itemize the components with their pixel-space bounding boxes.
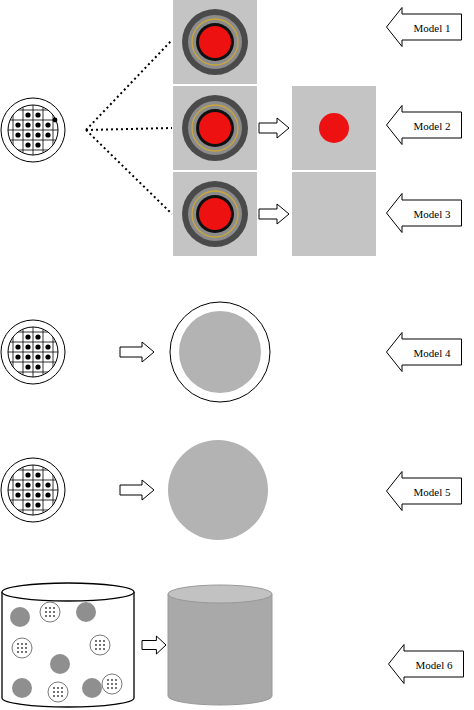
pin-cell: [173, 172, 257, 256]
core-grid: [1, 98, 65, 162]
model-arrow: Model 2: [386, 105, 462, 145]
model-arrow: Model 4: [386, 332, 462, 372]
core-grid: [1, 320, 65, 384]
zoom-line: [86, 128, 172, 130]
model-label: Model 2: [414, 120, 451, 132]
model-arrow: Model 5: [386, 471, 462, 511]
model-label: Model 5: [414, 486, 451, 498]
pin-cell: [173, 0, 257, 84]
zoom-line: [86, 40, 172, 130]
model-label: Model 4: [414, 347, 451, 359]
transform-arrow: [259, 204, 289, 224]
transform-arrow: [142, 636, 166, 654]
transform-arrow: [120, 480, 154, 500]
model-label: Model 3: [414, 208, 451, 220]
homogenized-cell: [292, 86, 376, 170]
transform-arrow: [120, 342, 154, 362]
model-arrow: Model 3: [386, 193, 462, 233]
reactor-vessel: [2, 583, 134, 707]
model-arrow: Model 6: [388, 644, 464, 684]
pin-cell: [173, 86, 257, 170]
model-arrow: Model 1: [386, 7, 462, 47]
core-grid: [1, 458, 65, 522]
homogenized-vessel: [168, 585, 272, 705]
model-label: Model 6: [416, 659, 453, 671]
homogenized-core: [168, 440, 268, 540]
homogenized-core: [170, 302, 270, 402]
homogenized-cell: [292, 172, 376, 256]
zoom-line: [86, 130, 172, 214]
transform-arrow: [259, 118, 289, 138]
model-label: Model 1: [414, 22, 451, 34]
